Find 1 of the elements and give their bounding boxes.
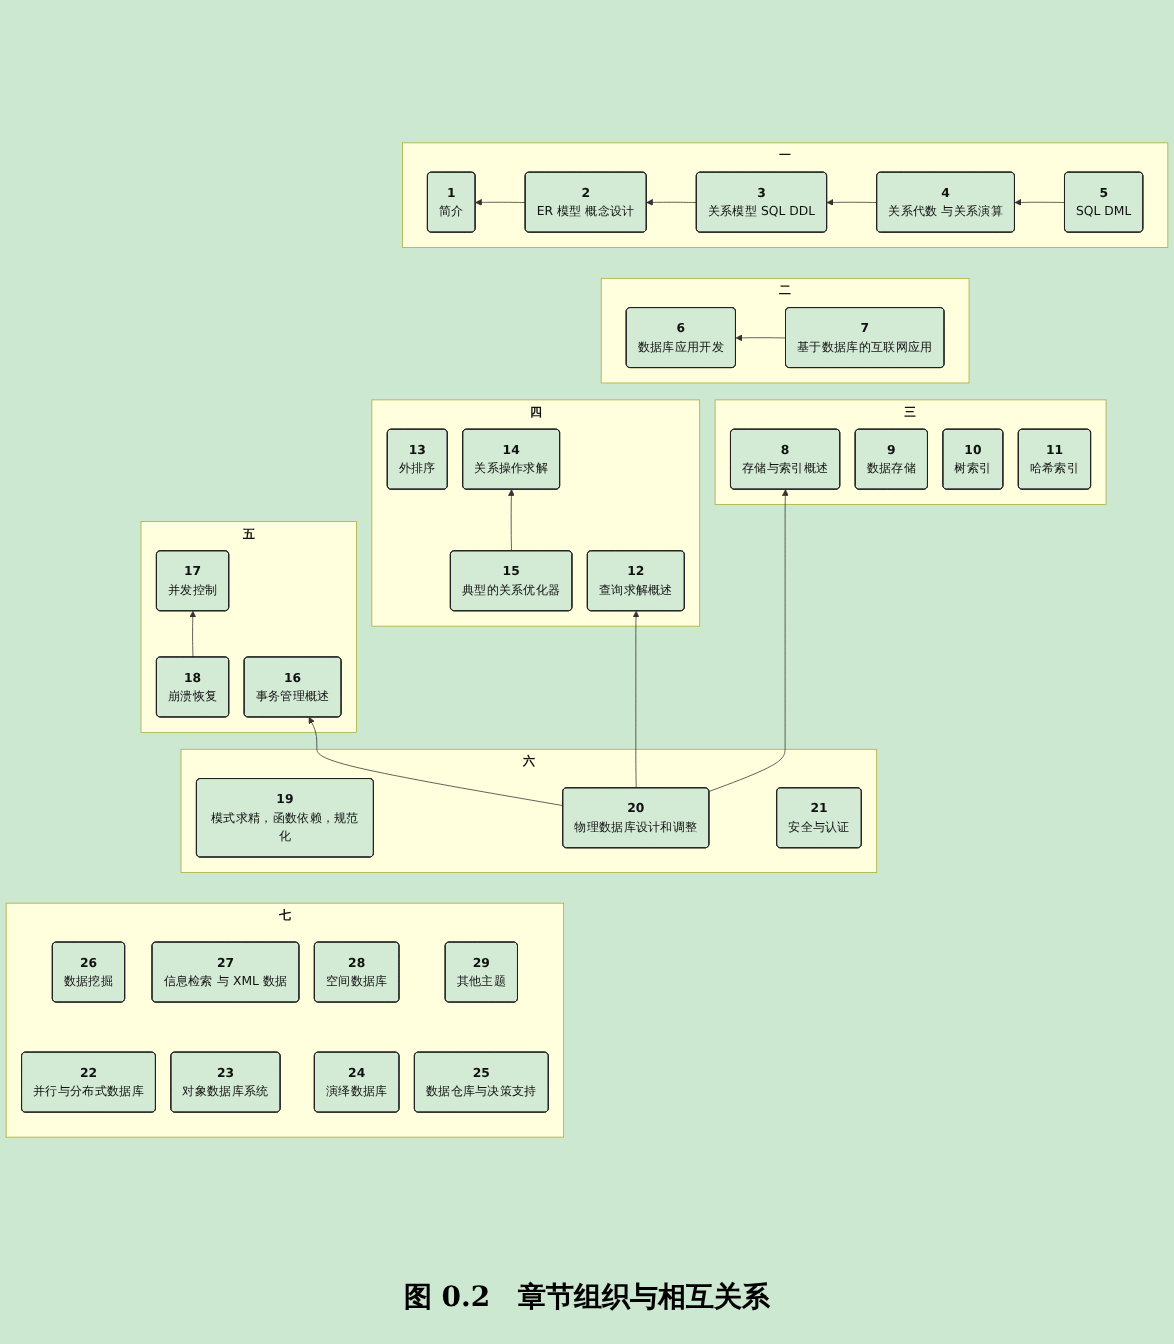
- figure-caption: 图 0.2 章节组织与相互关系: [401, 1280, 773, 1316]
